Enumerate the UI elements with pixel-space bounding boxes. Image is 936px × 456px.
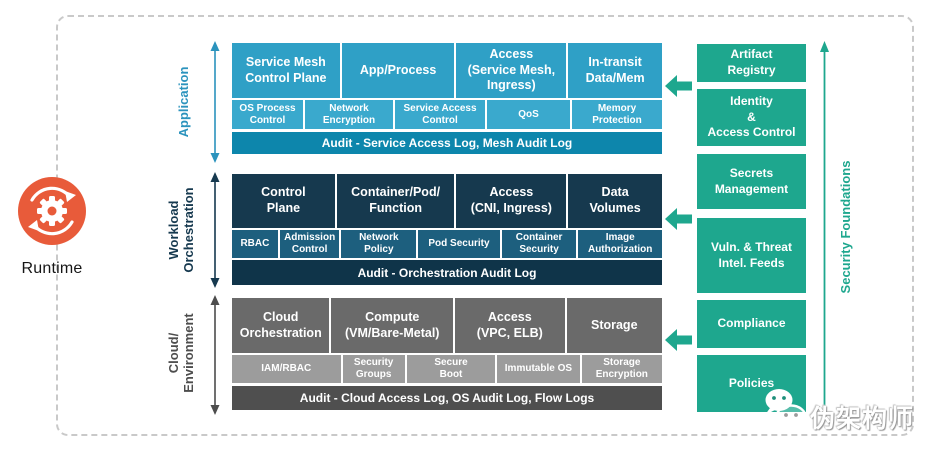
app-sub-service-access-control: Service Access Control	[395, 100, 485, 129]
cl-sub-secure-boot: Secure Boot	[406, 355, 496, 383]
application-layer-label: Application	[176, 66, 192, 138]
wl-box-data-volumes: Data Volumes	[568, 174, 662, 228]
cl-box-compute: Compute (VM/Bare-Metal)	[331, 298, 454, 353]
app-sub-network-encryption: Network Encryption	[305, 100, 393, 129]
cloud-environment-layer: Cloud Orchestration Compute (VM/Bare-Met…	[232, 298, 662, 410]
app-box-access: Access (Service Mesh, Ingress)	[456, 43, 567, 98]
runtime-label: Runtime	[21, 260, 83, 277]
flow-arrow-workload-icon	[665, 208, 692, 230]
security-foundations-label: Security Foundations	[838, 160, 854, 294]
workload-extent-arrow-icon	[210, 172, 220, 288]
cloud-extent-arrow-icon	[210, 295, 220, 415]
security-foundations-arrow-icon	[820, 41, 829, 414]
cl-box-cloud-orchestration: Cloud Orchestration	[232, 298, 330, 353]
runtime-gear-sync-icon	[18, 177, 86, 245]
foundation-box-identity-access-control: Identity & Access Control	[697, 89, 806, 146]
wl-sub-rbac: RBAC	[232, 230, 278, 258]
foundation-box-vuln-threat-intel: Vuln. & Threat Intel. Feeds	[697, 218, 806, 293]
application-extent-arrow-icon	[210, 41, 220, 163]
workload-audit-bar: Audit - Orchestration Audit Log	[232, 260, 662, 285]
cl-sub-iam-rbac: IAM/RBAC	[232, 355, 341, 383]
runtime-badge: Runtime	[12, 171, 92, 278]
cloud-audit-bar: Audit - Cloud Access Log, OS Audit Log, …	[232, 386, 662, 410]
cl-sub-security-groups: Security Groups	[342, 355, 405, 383]
wl-sub-container-security: Container Security	[501, 230, 577, 258]
wl-sub-network-policy: Network Policy	[341, 230, 417, 258]
watermark-text: 伪架构师	[810, 405, 915, 433]
workload-orchestration-layer-label: Workload Orchestration	[165, 187, 196, 273]
foundation-box-secrets-management: Secrets Management	[697, 154, 806, 209]
cl-box-storage: Storage	[566, 298, 662, 353]
application-audit-bar: Audit - Service Access Log, Mesh Audit L…	[232, 132, 662, 154]
wl-sub-admission-control: Admission Control	[279, 230, 340, 258]
flow-arrow-application-icon	[665, 75, 692, 97]
foundation-box-artifact-registry: Artifact Registry	[697, 44, 806, 82]
app-sub-os-process-control: OS Process Control	[232, 100, 303, 129]
app-box-app-process: App/Process	[341, 43, 455, 98]
workload-orchestration-layer: Control Plane Container/Pod/ Function Ac…	[232, 174, 662, 285]
cl-box-access: Access (VPC, ELB)	[455, 298, 565, 353]
flow-arrow-cloud-icon	[665, 329, 692, 351]
cloud-environment-layer-label: Cloud/ Environment	[165, 313, 196, 393]
foundation-box-compliance: Compliance	[697, 300, 806, 348]
wl-sub-image-authorization: Image Authorization	[578, 230, 662, 258]
wl-box-container-pod-function: Container/Pod/ Function	[336, 174, 455, 228]
app-box-in-transit-data: In-transit Data/Mem	[568, 43, 662, 98]
wl-box-access: Access (CNI, Ingress)	[456, 174, 567, 228]
wl-sub-pod-security: Pod Security	[418, 230, 500, 258]
application-layer: Service Mesh Control Plane App/Process A…	[232, 43, 662, 154]
app-sub-memory-protection: Memory Protection	[572, 100, 662, 129]
wl-box-control-plane: Control Plane	[232, 174, 335, 228]
app-sub-qos: QoS	[487, 100, 570, 129]
wechat-icon	[765, 389, 807, 432]
cl-sub-immutable-os: Immutable OS	[497, 355, 580, 383]
app-box-service-mesh-control-plane: Service Mesh Control Plane	[232, 43, 340, 98]
cl-sub-storage-encryption: Storage Encryption	[581, 355, 662, 383]
